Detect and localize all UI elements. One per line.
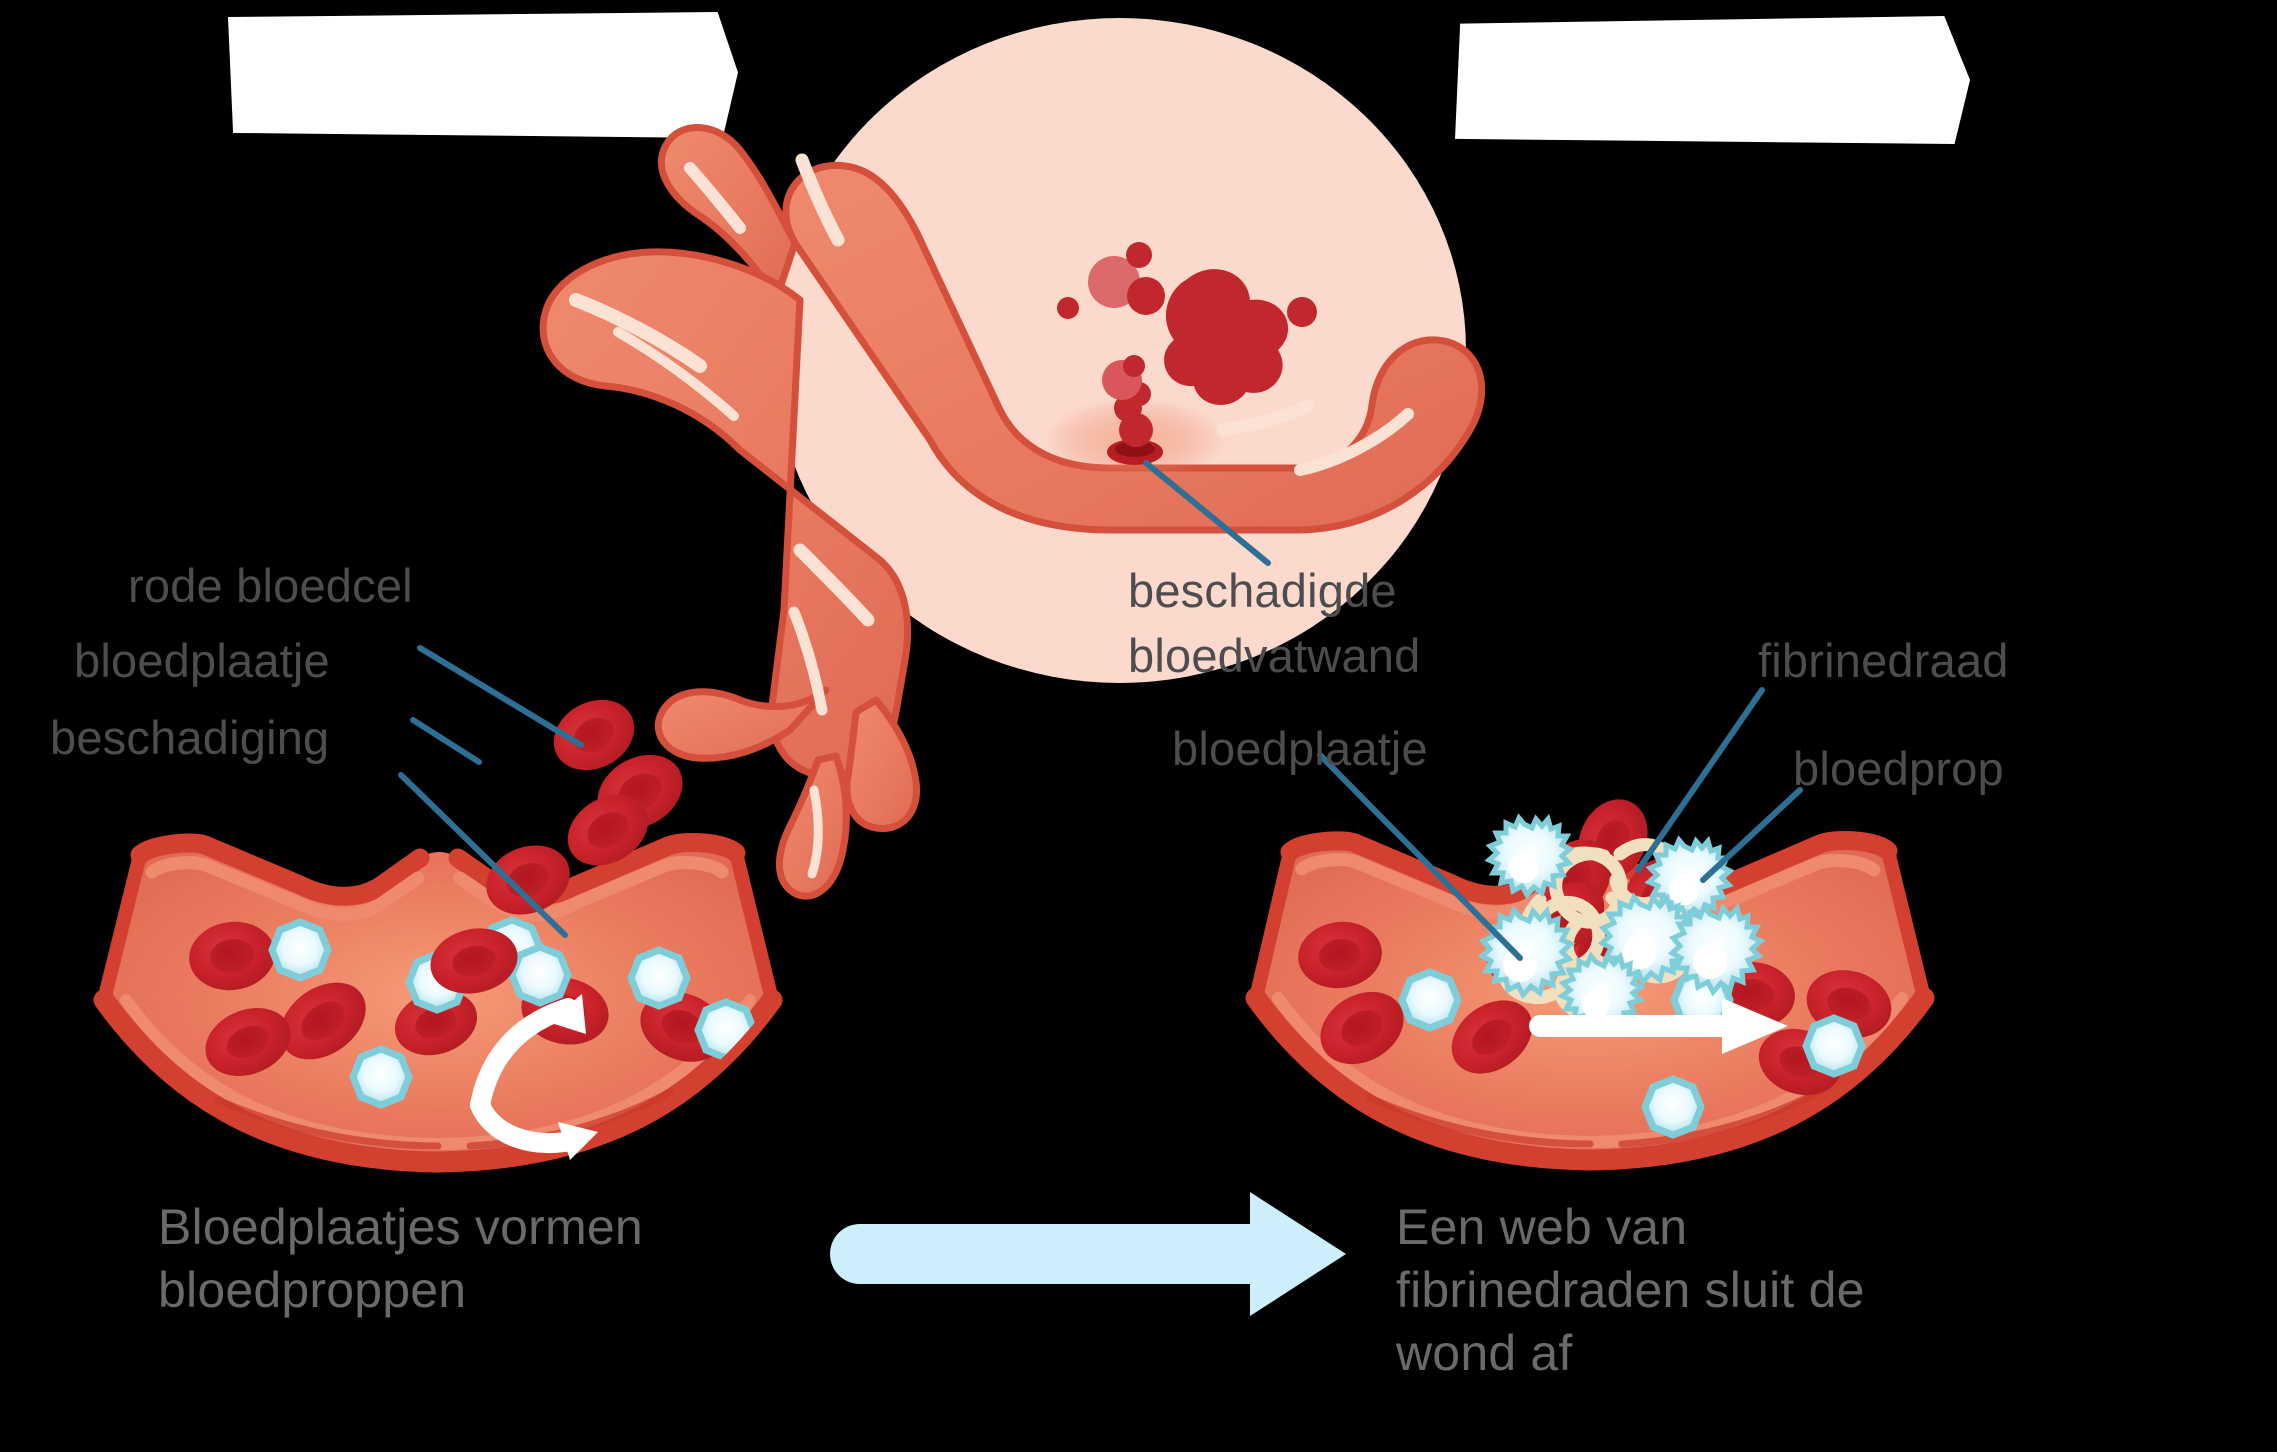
- label-fibrin-thread: fibrinedraad: [1758, 634, 2009, 687]
- leader-red-blood-cell: [417, 645, 584, 748]
- caption-right: Een web van fibrinedraden sluit de wond …: [1396, 1196, 1865, 1385]
- activated-platelets: [1477, 813, 1766, 1035]
- red-blood-cells-right: [1298, 921, 1892, 1096]
- right-arrow-icon: [830, 1192, 1346, 1316]
- platelets-left: [268, 916, 758, 1109]
- label-damage: beschadiging: [50, 711, 330, 764]
- curved-flow-arrow-icon: [470, 994, 598, 1160]
- label-red-blood-cell: rode bloedcel: [128, 559, 413, 612]
- leader-platelet-right: [1317, 752, 1523, 961]
- blood-clot-mass: [1477, 799, 1766, 1035]
- fibrin-threads: [1496, 838, 1698, 1019]
- caption-left: Bloedplaatjes vormen bloedproppen: [158, 1196, 643, 1322]
- left-banner: [228, 12, 738, 138]
- straight-flow-arrow-icon: [1529, 998, 1788, 1054]
- red-blood-cells-left: [189, 921, 726, 1076]
- label-blood-clot: bloedprop: [1793, 742, 2004, 795]
- caption-left-line1: Bloedplaatjes vormen: [158, 1199, 643, 1255]
- leader-fibrin: [1635, 687, 1765, 873]
- platelets-right: [1398, 968, 1866, 1139]
- label-platelet-left: bloedplaatje: [74, 634, 330, 687]
- right-vessel-section: [1245, 799, 1935, 1171]
- caption-right-line2: fibrinedraden sluit de: [1396, 1262, 1865, 1318]
- label-platelet-middle: bloedplaatje: [1172, 722, 1428, 775]
- escaping-red-blood-cells: [486, 699, 683, 915]
- right-banner: [1455, 16, 1970, 144]
- caption-right-line3: wond af: [1396, 1325, 1573, 1381]
- leader-clot: [1700, 787, 1803, 883]
- leader-platelet-left: [410, 717, 482, 765]
- caption-left-line2: bloedproppen: [158, 1262, 467, 1318]
- label-damaged-vessel-wall-line2: bloedvatwand: [1128, 629, 1421, 682]
- label-damaged-vessel-wall-line1: beschadigde: [1128, 564, 1397, 617]
- caption-right-line1: Een web van: [1396, 1199, 1688, 1255]
- leader-damage: [398, 772, 568, 938]
